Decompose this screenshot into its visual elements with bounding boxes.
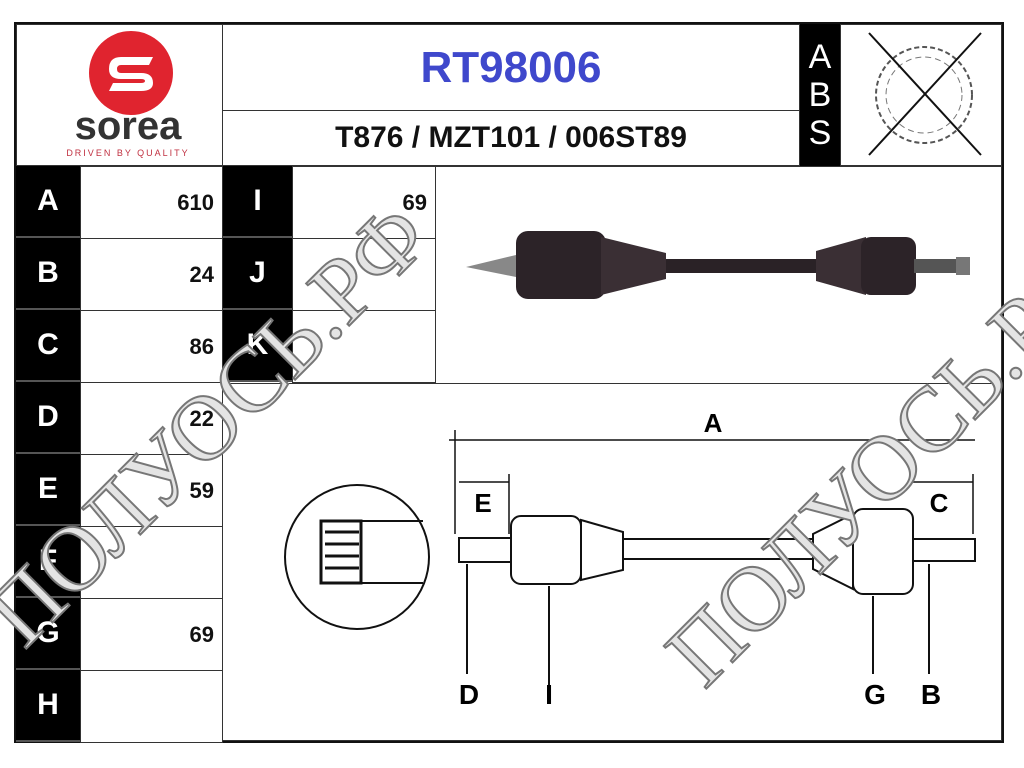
abs-letter: S	[808, 114, 832, 152]
dimension-label: H	[16, 670, 80, 742]
dimension-value	[80, 670, 223, 743]
abs-ring-crossed-icon	[868, 32, 982, 156]
dimension-label: E	[16, 454, 80, 526]
dimension-label: C	[16, 310, 80, 382]
svg-text:DRIVEN BY QUALITY: DRIVEN BY QUALITY	[66, 148, 189, 158]
abs-icon-cell	[840, 24, 1002, 166]
abs-letter: A	[808, 38, 832, 76]
dim-label-g: G	[864, 679, 886, 710]
sorea-logo: sorea DRIVEN BY QUALITY	[66, 31, 189, 158]
dim-label-d: D	[459, 679, 479, 710]
dim-label-i: I	[545, 679, 553, 710]
shaft-drawing: A E C D I G B	[284, 408, 976, 710]
dimension-value	[292, 310, 436, 383]
spec-sheet-frame	[14, 22, 1004, 743]
dimension-label: D	[16, 382, 80, 454]
dimension-label: B	[16, 238, 80, 310]
dimension-label: K	[223, 310, 292, 382]
dimension-value: 24	[80, 238, 223, 311]
dim-label-c: C	[930, 488, 949, 518]
product-photo	[435, 166, 1002, 384]
dimension-value	[292, 238, 436, 311]
part-number: RT98006	[222, 24, 800, 111]
dimension-label: A	[16, 166, 80, 238]
dimension-value: 610	[80, 166, 223, 239]
dimension-value	[80, 526, 223, 599]
dimension-label: J	[223, 238, 292, 310]
abs-label: A B S	[800, 24, 840, 166]
dimension-label: I	[223, 166, 292, 238]
dimension-value: 59	[80, 454, 223, 527]
dim-label-a: A	[704, 408, 723, 438]
dimension-label: F	[16, 526, 80, 598]
svg-text:sorea: sorea	[75, 104, 182, 148]
dimension-label: G	[16, 598, 80, 670]
dimension-value: 69	[292, 166, 436, 239]
cross-references: T876 / MZT101 / 006ST89	[222, 110, 800, 166]
dim-label-e: E	[474, 488, 491, 518]
abs-letter: B	[808, 76, 832, 114]
dimension-diagram: A E C D I G B	[222, 383, 1002, 741]
dimension-value: 69	[80, 598, 223, 671]
logo-cell: sorea DRIVEN BY QUALITY	[16, 24, 223, 166]
dim-label-b: B	[921, 679, 941, 710]
drive-shaft-photo	[466, 231, 970, 299]
